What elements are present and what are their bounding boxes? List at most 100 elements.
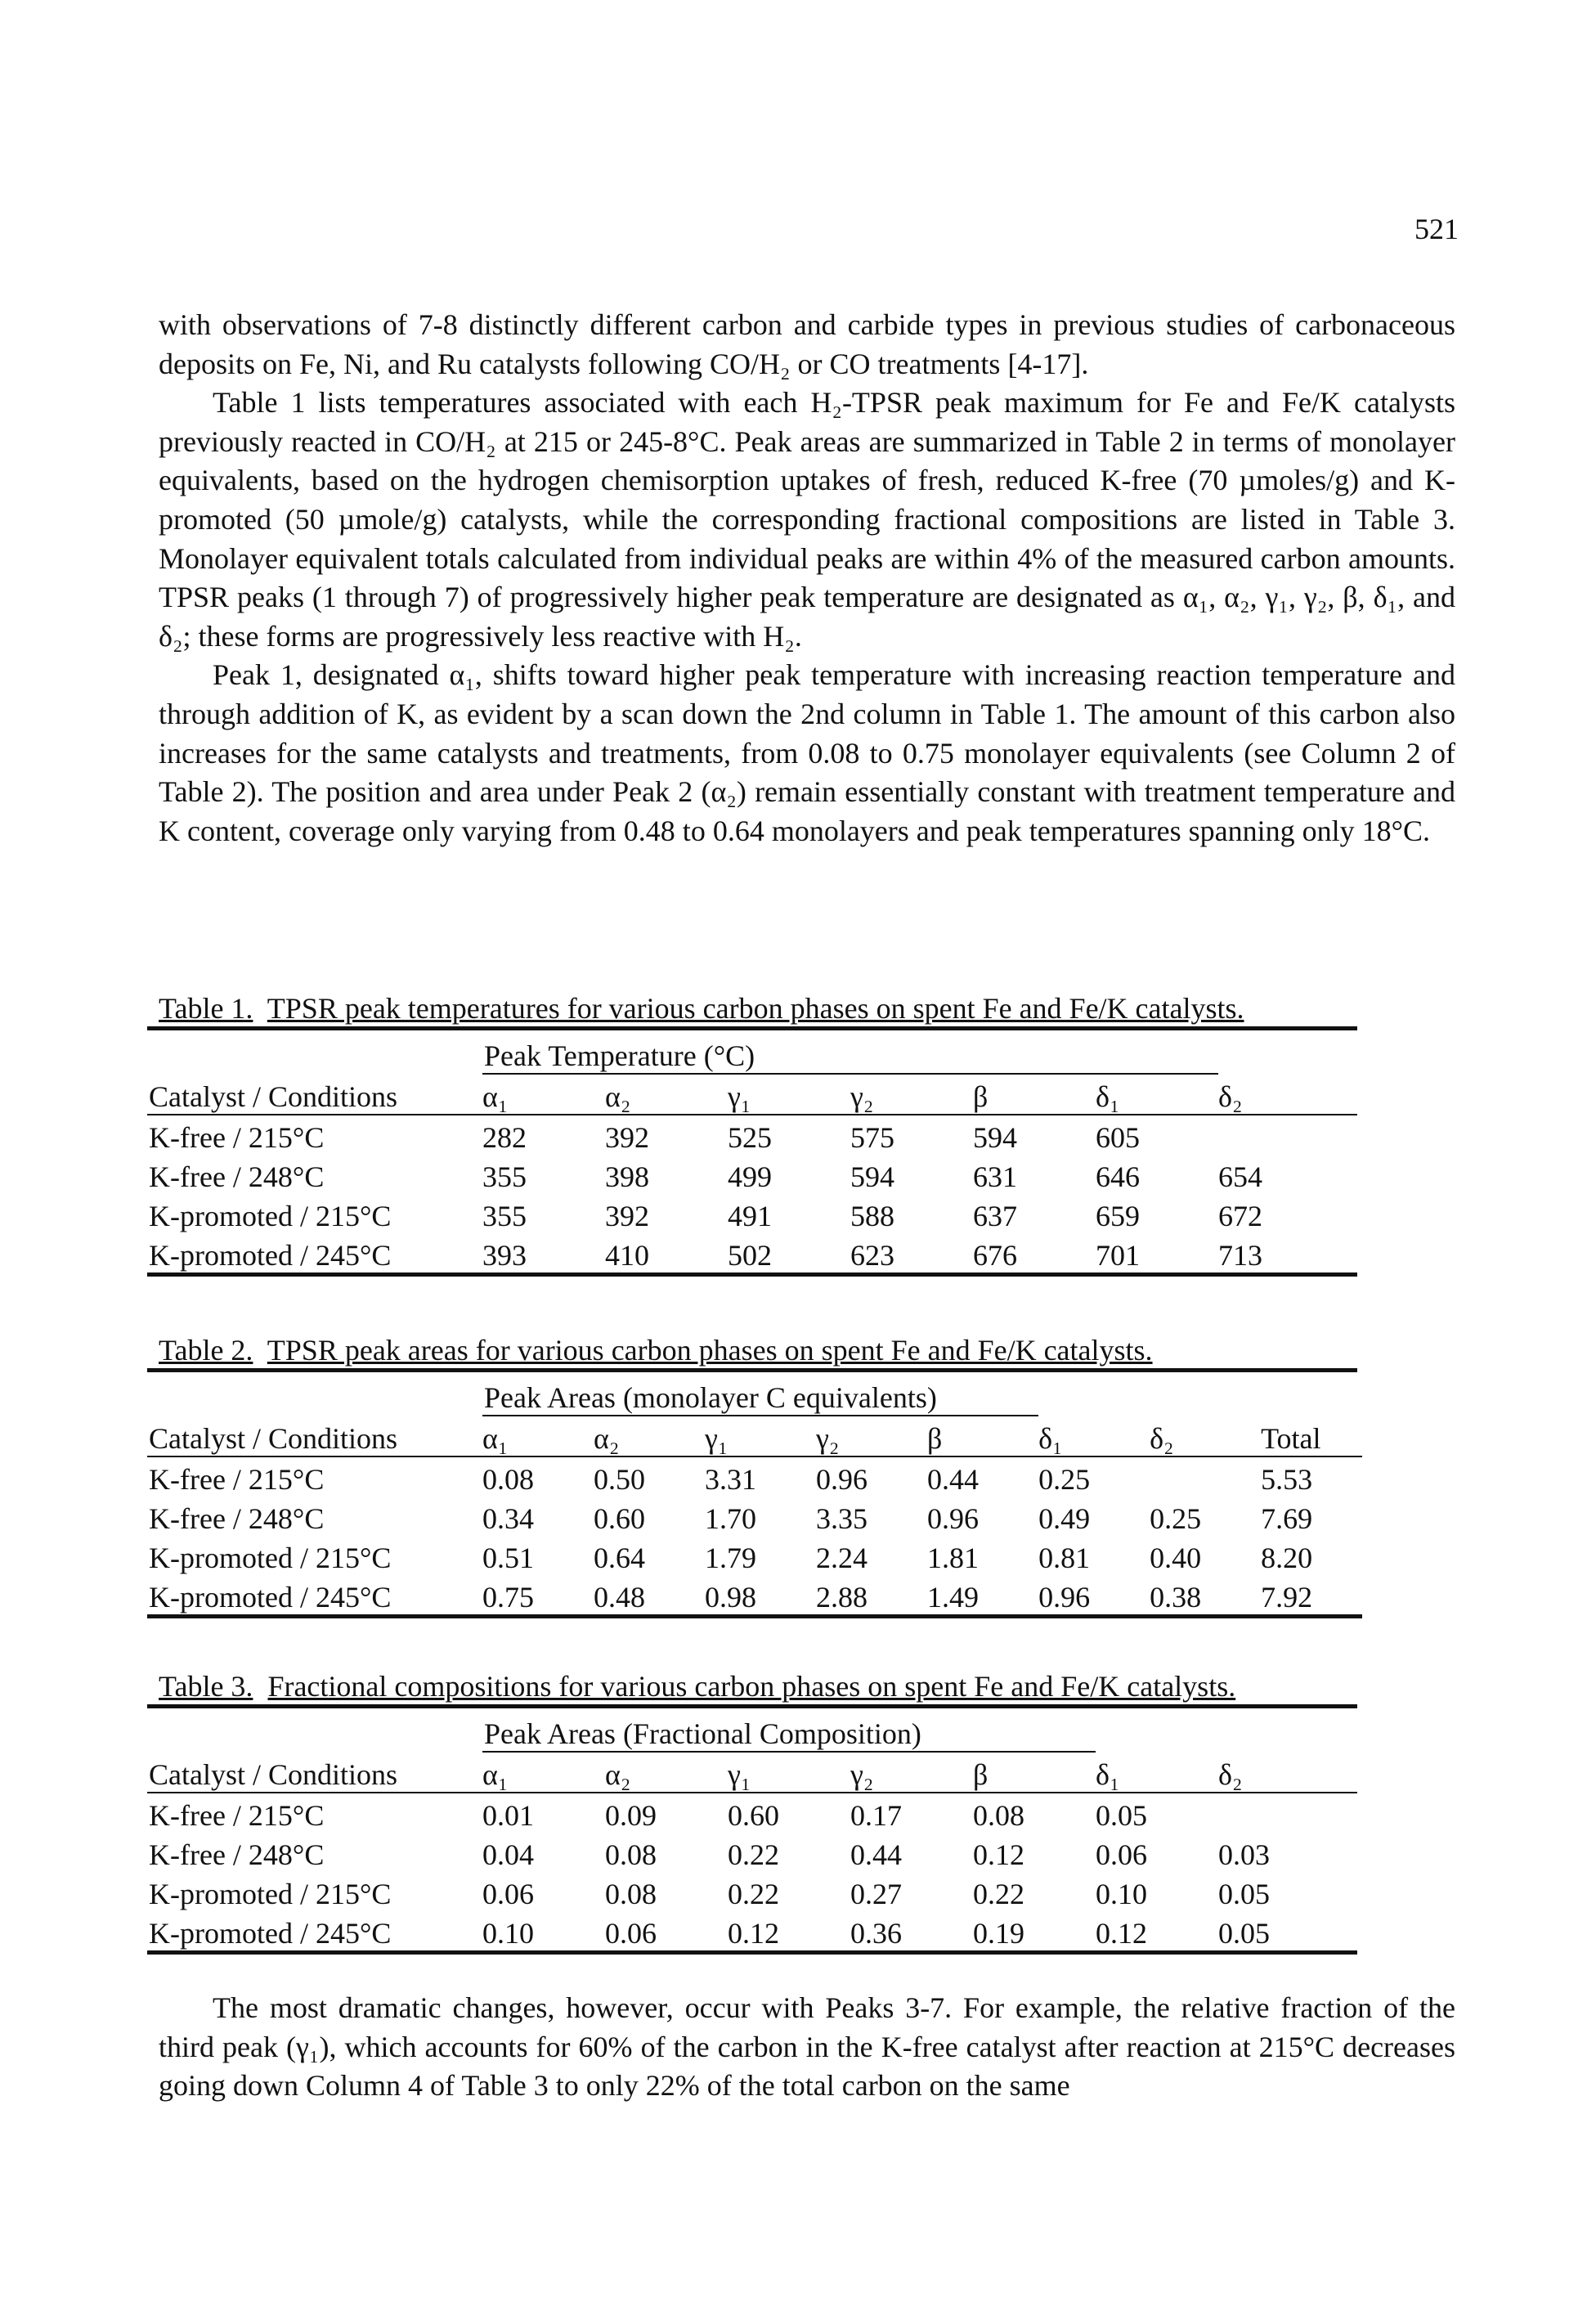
table-cell: K-promoted / 215°C	[149, 1200, 392, 1232]
column-header: γ₂	[850, 1752, 973, 1793]
table-cell: 0.49	[1038, 1502, 1091, 1535]
table-cell: 594	[973, 1121, 1017, 1154]
table-cell: K-promoted / 245°C	[147, 1911, 482, 1955]
table-1-group-label: Peak Temperature (°C)	[482, 1030, 1218, 1075]
column-header: α₁	[482, 1416, 594, 1457]
table-cell: 355	[482, 1160, 527, 1193]
table-cell: 1.81	[927, 1542, 979, 1574]
table-row: K-promoted / 215°C 0.06 0.08 0.22 0.27 0…	[147, 1872, 1357, 1911]
table-row: K-promoted / 245°C 0.75 0.48 0.98 2.88 1…	[147, 1575, 1363, 1618]
table-cell: 0.36	[850, 1911, 973, 1955]
table-2-header-row: Catalyst / Conditions α₁ α₂ γ₁ γ₂ β δ₁ δ…	[147, 1416, 1363, 1457]
table-cell: 0.10	[482, 1911, 605, 1955]
table-cell: 3.31	[705, 1463, 756, 1496]
table-cell: K-free / 215°C	[149, 1463, 325, 1496]
table-cell: 713	[1218, 1233, 1357, 1277]
table-1-caption: Table 1. TPSR peak temperatures for vari…	[147, 990, 1357, 1030]
table-cell: 575	[850, 1121, 894, 1154]
column-header: Catalyst / Conditions	[147, 1416, 482, 1457]
table-cell: 0.12	[1096, 1911, 1219, 1955]
table-cell: 0.60	[594, 1502, 645, 1535]
table-cell: 355	[482, 1200, 527, 1232]
table-cell: K-free / 248°C	[149, 1838, 325, 1871]
column-header: δ₂	[1150, 1416, 1262, 1457]
table-row: K-free / 215°C 0.08 0.50 3.31 0.96 0.44 …	[147, 1456, 1362, 1497]
table-cell: 392	[605, 1200, 649, 1232]
paragraph-2: Table 1 lists temperatures associated wi…	[159, 386, 1455, 653]
table-cell: 0.44	[927, 1463, 979, 1496]
table-row: K-free / 248°C 0.34 0.60 1.70 3.35 0.96 …	[147, 1497, 1362, 1536]
table-cell: 0.25	[1150, 1502, 1202, 1535]
table-row: K-promoted / 245°C 393 410 502 623 676 7…	[147, 1233, 1357, 1277]
table-cell	[1150, 1456, 1261, 1497]
table-cell: 7.92	[1261, 1575, 1363, 1618]
table-cell: 0.50	[594, 1463, 645, 1496]
table-cell: 2.88	[816, 1575, 927, 1618]
table-cell: 0.98	[705, 1575, 816, 1618]
column-header: γ₁	[728, 1074, 850, 1115]
table-cell: K-free / 248°C	[149, 1502, 325, 1535]
column-header: α₂	[594, 1416, 705, 1457]
table-cell: 0.19	[973, 1911, 1096, 1955]
paragraph-3: Peak 1, designated α₁, shifts toward hig…	[159, 658, 1455, 847]
table-3-group-label: Peak Areas (Fractional Composition)	[482, 1708, 1096, 1753]
table-cell: 392	[605, 1121, 649, 1154]
table-cell: 654	[1218, 1160, 1262, 1193]
table-cell: 8.20	[1261, 1542, 1313, 1574]
table-cell: 623	[850, 1233, 973, 1277]
table-cell: 0.03	[1218, 1838, 1271, 1871]
table-1-caption-text: TPSR peak temperatures for various carbo…	[267, 992, 1244, 1025]
column-header: δ₁	[1038, 1416, 1150, 1457]
table-cell: 0.05	[1096, 1799, 1148, 1832]
column-header: Total	[1261, 1416, 1363, 1457]
table-cell: 676	[973, 1233, 1096, 1277]
table-cell: 0.09	[605, 1799, 657, 1832]
table-cell: 0.34	[482, 1502, 534, 1535]
column-header: Catalyst / Conditions	[147, 1752, 482, 1793]
table-1-header-row: Catalyst / Conditions α₁ α₂ γ₁ γ₂ β δ₁ δ…	[147, 1074, 1357, 1115]
table-cell: 0.38	[1150, 1575, 1262, 1618]
table-3: Table 3. Fractional compositions for var…	[147, 1668, 1358, 1955]
column-header: δ₂	[1218, 1752, 1358, 1793]
table-cell: 0.40	[1150, 1542, 1202, 1574]
table-2-caption: Table 2. TPSR peak areas for various car…	[147, 1332, 1357, 1372]
table-cell: 0.01	[482, 1799, 534, 1832]
table-cell: 605	[1096, 1121, 1140, 1154]
table-cell: 393	[482, 1233, 605, 1277]
table-3-caption-text: Fractional compositions for various carb…	[267, 1670, 1236, 1703]
column-header: β	[927, 1416, 1039, 1457]
table-cell: 282	[482, 1121, 527, 1154]
table-2: Table 2. TPSR peak areas for various car…	[147, 1332, 1363, 1618]
table-cell: 646	[1096, 1160, 1140, 1193]
table-cell: 0.60	[728, 1799, 779, 1832]
table-row: K-free / 248°C 0.04 0.08 0.22 0.44 0.12 …	[147, 1833, 1357, 1872]
table-2-grid: Peak Areas (monolayer C equivalents) Cat…	[147, 1372, 1363, 1618]
table-row: K-free / 248°C 355 398 499 594 631 646 6…	[147, 1155, 1357, 1194]
table-cell: 701	[1096, 1233, 1218, 1277]
column-header: δ₁	[1096, 1074, 1218, 1115]
table-row: K-promoted / 245°C 0.10 0.06 0.12 0.36 0…	[147, 1911, 1358, 1955]
table-cell: 410	[605, 1233, 728, 1277]
column-header: γ₂	[816, 1416, 927, 1457]
column-header: α₂	[605, 1752, 728, 1793]
table-cell: 0.27	[850, 1878, 902, 1910]
table-cell: 0.22	[973, 1878, 1024, 1910]
column-header: Catalyst / Conditions	[147, 1074, 482, 1115]
table-cell: K-promoted / 245°C	[147, 1575, 482, 1618]
table-cell: 0.12	[973, 1838, 1024, 1871]
body-text-top: with observations of 7-8 distinctly diff…	[159, 306, 1455, 851]
column-header: δ₂	[1218, 1074, 1357, 1115]
table-2-caption-label: Table 2.	[159, 1334, 253, 1367]
table-cell: 0.75	[482, 1575, 594, 1618]
table-cell: 502	[728, 1233, 850, 1277]
table-cell: K-free / 248°C	[149, 1160, 325, 1193]
table-cell: 0.64	[594, 1542, 645, 1574]
table-cell: 5.53	[1261, 1463, 1313, 1496]
table-cell: K-free / 215°C	[149, 1799, 325, 1832]
table-cell: 0.81	[1038, 1542, 1091, 1574]
column-header: γ₁	[705, 1416, 816, 1457]
body-text-bottom: The most dramatic changes, however, occu…	[159, 1989, 1455, 2106]
table-cell: 0.08	[605, 1838, 657, 1871]
table-cell: 0.51	[482, 1542, 534, 1574]
paragraph-4: The most dramatic changes, however, occu…	[159, 1991, 1455, 2103]
